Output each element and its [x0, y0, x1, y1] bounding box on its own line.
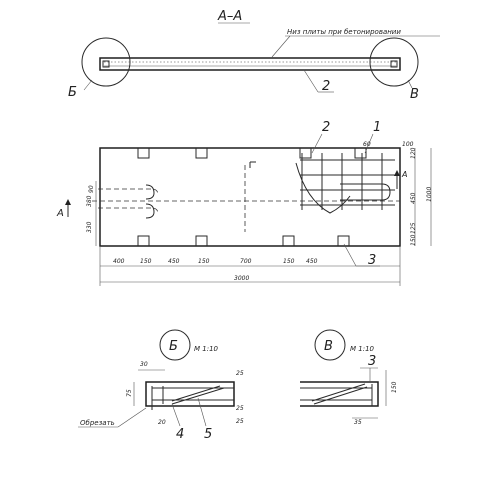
svg-text:25: 25: [236, 405, 244, 412]
detail-b-pos-5: 5: [204, 427, 212, 442]
detail-v-label: В: [324, 339, 333, 354]
detail-v-scale: М 1:10: [350, 345, 375, 353]
svg-text:120: 120: [410, 147, 417, 159]
svg-text:380: 380: [86, 195, 93, 207]
svg-text:450: 450: [168, 258, 180, 265]
svg-text:25: 25: [236, 370, 244, 377]
slab-section-outline: [99, 57, 401, 71]
section-marker-left: А: [56, 199, 71, 219]
svg-text:25: 25: [236, 418, 244, 425]
section-title: А–А: [217, 9, 242, 24]
overall-height: 1000: [426, 187, 433, 202]
callout-b-label: Б: [68, 85, 77, 100]
detail-v-pos-3: 3: [368, 354, 376, 369]
detail-b-note: Обрезать: [80, 419, 115, 427]
detail-v-outline: [300, 381, 379, 407]
svg-text:30: 30: [140, 361, 148, 368]
top-loops: [137, 148, 367, 159]
detail-b-scale: М 1:10: [194, 345, 219, 353]
svg-text:450: 450: [410, 192, 417, 204]
detail-v: В М 1:10 3 150 35: [300, 329, 398, 426]
detail-b-label: Б: [169, 339, 178, 354]
section-a-a: А–А Низ плиты при бетонировании Б В 2: [68, 9, 440, 102]
svg-text:А: А: [401, 170, 407, 179]
pos-2-leader: [303, 69, 319, 93]
section-marker-right: А: [394, 170, 407, 189]
callout-b-leader: [83, 79, 93, 91]
svg-text:90: 90: [88, 185, 95, 193]
dim-top-100: 100: [402, 141, 414, 148]
callout-v-label: В: [410, 87, 419, 102]
svg-text:150: 150: [198, 258, 210, 265]
end-detail-right: [390, 60, 398, 68]
callout-circle-v: [369, 37, 419, 87]
plan-pos-1: 1: [373, 120, 381, 135]
detail-v-bent-bar: [311, 383, 366, 402]
svg-text:150: 150: [283, 258, 295, 265]
detail-b: Б М 1:10 30 25 75 25 20 25 Обрезать 4 5: [78, 329, 244, 442]
detail-v-circle: [314, 329, 346, 361]
plan-view: А А 2 1 3 60 100 90 380 330 120 450 125 …: [56, 120, 433, 286]
end-detail-left: [102, 60, 110, 68]
svg-text:20: 20: [158, 419, 166, 426]
pos-2-label: 2: [322, 79, 330, 94]
svg-text:150: 150: [140, 258, 152, 265]
detail-b-bent-bar: [171, 387, 225, 405]
plan-pos-3: 3: [368, 253, 376, 268]
svg-text:700: 700: [240, 258, 252, 265]
callout-circle-b: [81, 37, 131, 87]
svg-text:75: 75: [126, 389, 133, 397]
plan-pos-2: 2: [322, 120, 330, 135]
overall-length: 3000: [234, 275, 249, 282]
svg-text:450: 450: [306, 258, 318, 265]
svg-text:35: 35: [354, 419, 362, 426]
svg-text:150: 150: [410, 234, 417, 246]
note-leader: [271, 35, 291, 58]
rebar-grid-right: [295, 153, 395, 214]
detail-b-circle: [159, 329, 191, 361]
svg-text:125: 125: [410, 222, 417, 234]
svg-text:400: 400: [113, 258, 125, 265]
svg-text:150: 150: [391, 381, 398, 393]
section-marker-label: А: [56, 208, 64, 219]
dim-top-60: 60: [363, 141, 371, 148]
left-hooks: [98, 184, 159, 219]
detail-b-pos-4: 4: [176, 427, 184, 442]
svg-text:330: 330: [86, 221, 93, 233]
callout-v-leader: [407, 79, 413, 89]
bottom-note: Низ плиты при бетонировании: [287, 28, 401, 36]
slab-plan-outline: [99, 147, 401, 247]
detail-b-outline: [145, 381, 235, 407]
bottom-loops: [137, 235, 350, 246]
